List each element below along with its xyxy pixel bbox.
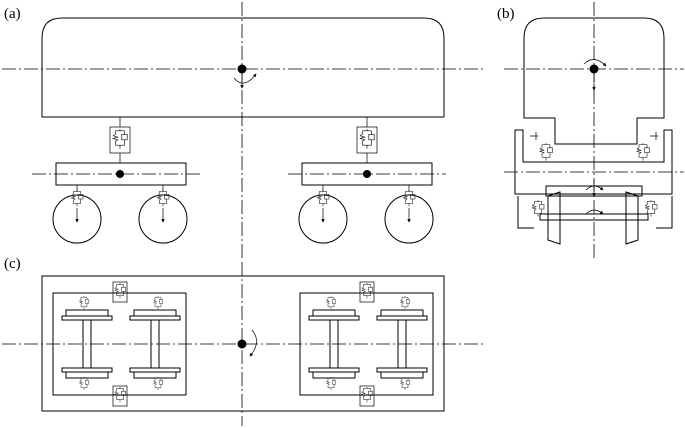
secondary-spring-damper-icon (636, 142, 650, 161)
wheelset-icon (308, 309, 360, 379)
secondary-spring-damper-icon (539, 142, 553, 161)
primary-spring-damper-icon (153, 295, 164, 310)
axle (539, 213, 649, 221)
primary-spring-damper-icon (400, 295, 411, 310)
wheel-icon (138, 185, 188, 244)
right-secondary-spring-damper-icon (356, 117, 378, 163)
car-body (41, 17, 445, 118)
wheel-icon (384, 185, 434, 244)
left-bogie-frame-plan (52, 292, 187, 396)
body-pitch-rotation-arrow-icon (233, 73, 257, 84)
secondary-suspension-icon (359, 281, 375, 303)
right-bogie-center-of-gravity-icon (363, 170, 371, 178)
axle-box-frame (517, 196, 673, 229)
right-bogie-plan (299, 281, 434, 407)
secondary-suspension-icon (359, 385, 375, 407)
lateral-damper-icon (530, 132, 658, 140)
panel-b-end-view: (b) (497, 2, 684, 258)
primary-spring-damper-icon (79, 376, 90, 391)
bogie-lower-frame (545, 185, 643, 197)
wheel-icon (298, 185, 348, 244)
primary-spring-damper-icon (326, 295, 337, 310)
panel-c-plan-view: (c) (2, 256, 484, 426)
left-bogie-center-of-gravity-icon (116, 170, 124, 178)
primary-spring-damper-icon (326, 376, 337, 391)
car-body-plan-view (41, 275, 445, 412)
panel-label-b: (b) (497, 6, 515, 22)
end-body-roll-rotation-arrow-icon (583, 59, 607, 67)
end-body-center-of-gravity-icon (589, 64, 599, 74)
secondary-suspension-icon (112, 281, 128, 303)
wheelset-icon (129, 309, 181, 379)
primary-spring-damper-icon (79, 295, 90, 310)
right-bogie-frame-plan (299, 292, 434, 396)
plan-yaw-rotation-arrow-icon (249, 329, 257, 357)
panel-label-c: (c) (4, 256, 21, 272)
panel-a-side-view: (a) (2, 2, 484, 258)
plan-center-of-gravity-icon (237, 339, 247, 349)
right-wheel-profile-icon (625, 191, 639, 245)
wheelset-roll-rotation-arrow-icon (585, 209, 604, 215)
primary-spring-damper-icon (153, 376, 164, 391)
wheelset-icon (376, 309, 428, 379)
left-secondary-spring-damper-icon (109, 117, 131, 163)
primary-spring-damper-icon (400, 376, 411, 391)
body-center-of-gravity-icon (237, 64, 247, 74)
bogie-frame-end-view (514, 129, 673, 195)
left-bogie-plan (52, 281, 187, 407)
wheel-icon (52, 185, 102, 244)
bogie-roll-rotation-arrow-icon (585, 185, 604, 191)
car-body-end-view (523, 17, 665, 145)
panel-label-a: (a) (4, 6, 21, 22)
wheelset-icon (61, 309, 113, 379)
secondary-suspension-icon (112, 385, 128, 407)
left-wheel-profile-icon (547, 191, 561, 245)
